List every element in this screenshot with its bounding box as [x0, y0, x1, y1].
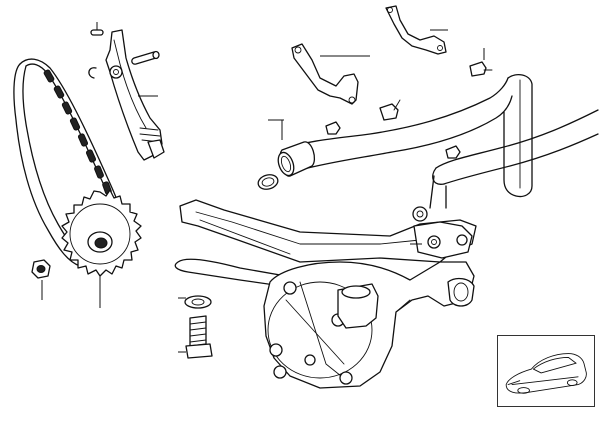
car-icon [505, 353, 587, 394]
pipe-seal-ring[interactable] [257, 173, 280, 192]
pipe-bracket-upper[interactable] [291, 43, 370, 105]
sprocket-nut[interactable] [31, 259, 51, 300]
pipe-bracket-right[interactable] [385, 5, 448, 55]
pipe-bolt[interactable] [445, 145, 461, 159]
bracket-bolt[interactable] [469, 48, 493, 77]
oil-pickup-pipe[interactable] [275, 73, 599, 209]
chain-guide-tensioner[interactable] [105, 29, 165, 161]
callout-leaders [138, 95, 422, 299]
chain-sprocket[interactable] [61, 189, 142, 308]
vehicle-thumbnail[interactable] [497, 335, 595, 407]
oil-pump[interactable] [174, 199, 477, 389]
pipe-bolt[interactable] [325, 121, 341, 135]
dowel-pin[interactable] [90, 22, 104, 36]
pump-bolt[interactable] [178, 315, 213, 359]
pipe-bolt[interactable] [379, 99, 401, 121]
pump-washer[interactable] [184, 295, 212, 309]
timing-chain[interactable] [13, 58, 119, 267]
guide-pin[interactable] [131, 50, 160, 65]
retaining-clip[interactable] [88, 67, 97, 79]
